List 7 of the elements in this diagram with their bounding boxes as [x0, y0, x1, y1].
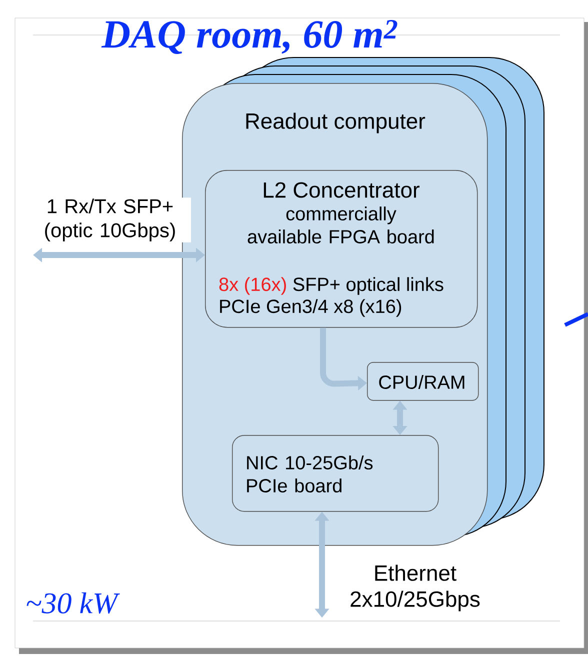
nic-box: NIC 10-25Gb/s PCIe board — [232, 435, 439, 512]
edge-label: 1 Rx/Tx SFP+ (optic 10Gbps) — [29, 198, 191, 242]
title: DAQ room, 60 m$^{2}$ — [101, 20, 398, 54]
board-box: L2 Concentrator commercially available FPGA board 8x (16x) SFP+ optical links PCIe Gen3/4 x8 (x16) — [205, 170, 478, 328]
cpu-box: CPU/RAM — [367, 362, 479, 401]
edge-label: Ethernet 2x10/25Gbps — [334, 564, 496, 612]
power-label: ~30 kW — [26, 592, 120, 614]
